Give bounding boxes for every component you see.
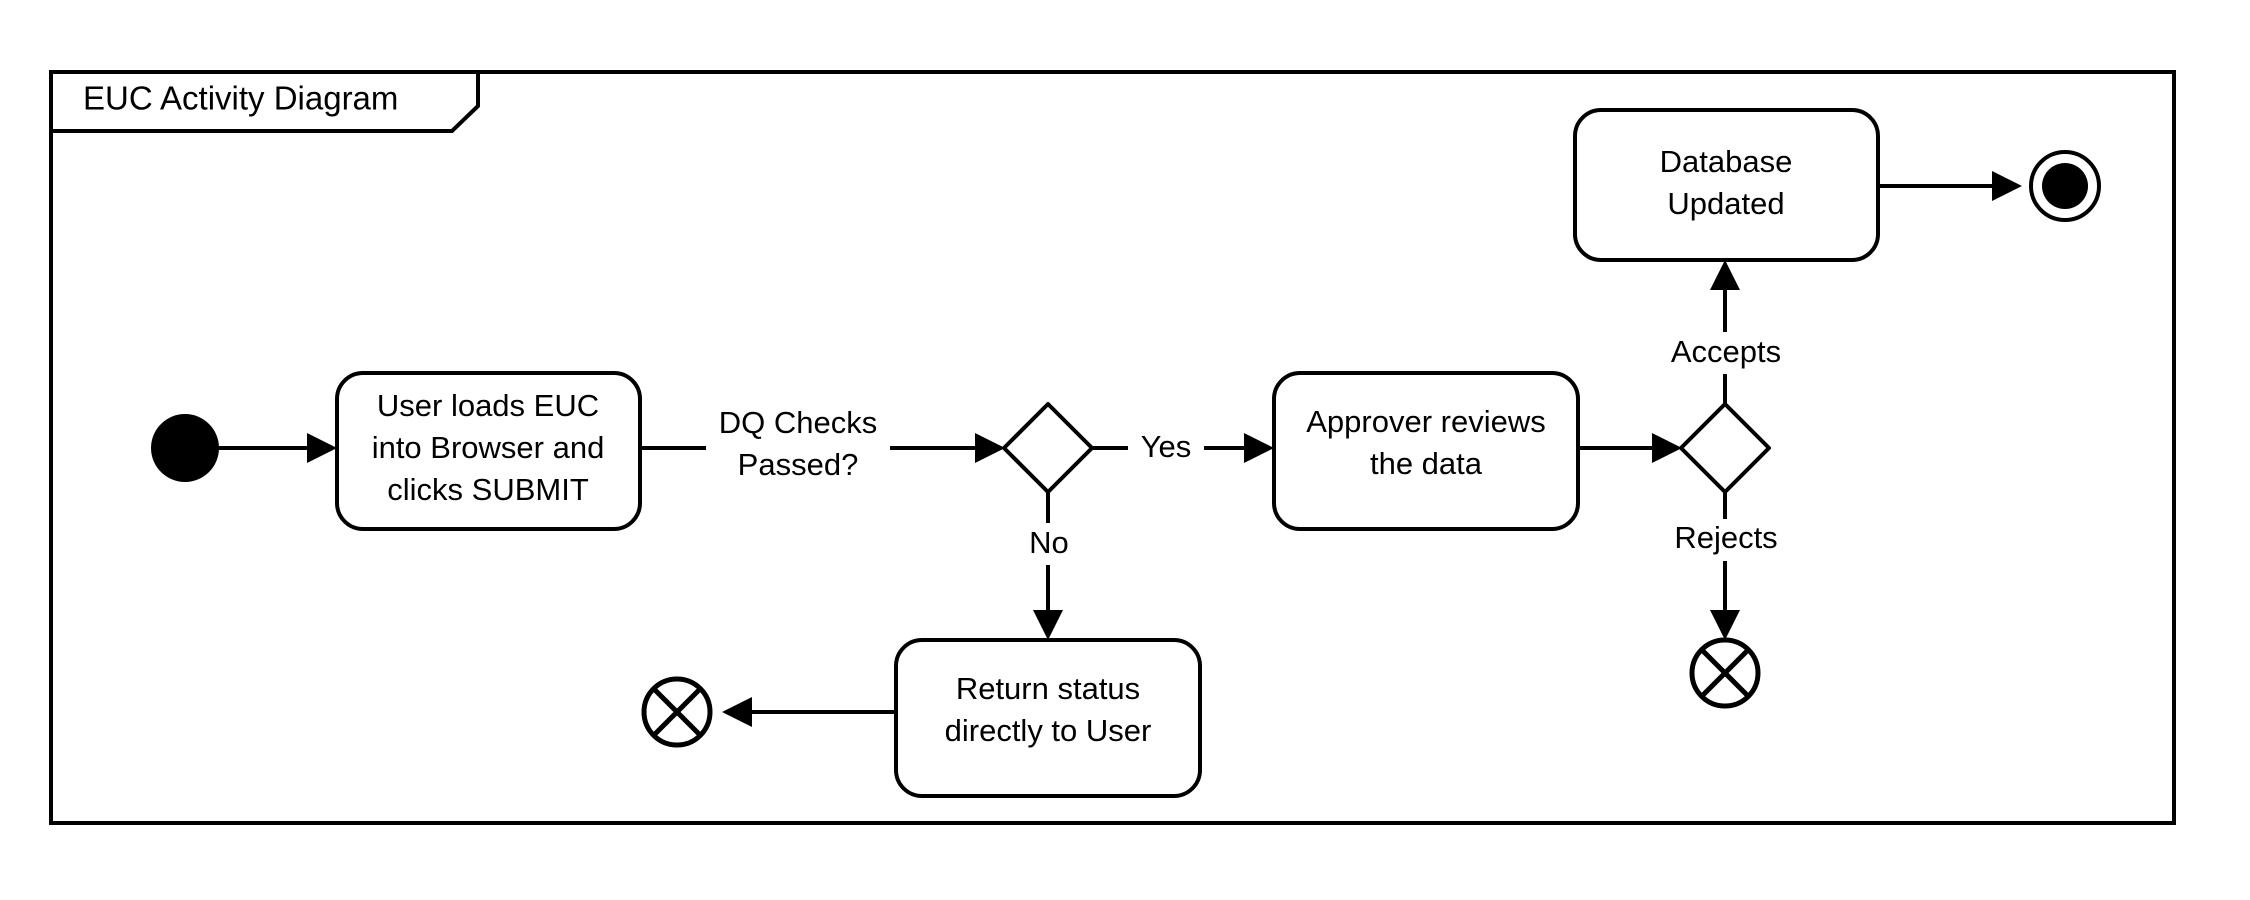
frame-title-label: EUC Activity Diagram [83, 80, 398, 117]
arrow-head-icon [1992, 171, 2022, 201]
edge-label-backdrop [1128, 428, 1204, 470]
flow-final-cross-icon [652, 687, 702, 737]
action-box [1272, 371, 1580, 531]
initial-node-icon [151, 414, 219, 482]
action-label-line2: Updated [1667, 186, 1784, 221]
action-box [894, 638, 1202, 798]
edge-return-status-to-flow-final [722, 697, 896, 727]
decision-diamond [1679, 402, 1771, 494]
edge-label-backdrop [1020, 523, 1078, 565]
edge-label-backdrop [1662, 519, 1790, 561]
edge-dq-decision-no: No [1020, 492, 1078, 640]
action-label-line2: directly to User [945, 713, 1152, 748]
edge-approver-review-to-decision [1578, 433, 1682, 463]
node-action-database-updated[interactable]: Database Updated [1573, 108, 1880, 262]
decision-diamond [1002, 402, 1094, 494]
edge-label-backdrop [1660, 332, 1792, 374]
node-action-return-status[interactable]: Return status directly to User [894, 638, 1202, 798]
arrow-head-icon [1033, 610, 1063, 640]
arrow-head-icon [1710, 610, 1740, 640]
edge-dq-decision-yes: Yes [1092, 428, 1274, 470]
arrow-head-icon [1244, 433, 1274, 463]
action-label-line1: Database [1660, 144, 1793, 179]
edge-label-dq-line1: DQ Checks [719, 405, 877, 440]
final-node-inner-dot-icon [2042, 163, 2088, 209]
arrow-head-icon [307, 433, 337, 463]
diagram-frame: EUC Activity Diagram [49, 70, 2176, 825]
arrow-head-icon [975, 433, 1005, 463]
node-decision-dq-checks[interactable] [1002, 402, 1094, 494]
edge-database-updated-to-end [1878, 171, 2022, 201]
node-decision-approval[interactable] [1679, 402, 1771, 494]
action-label-line2: into Browser and [372, 430, 605, 465]
action-label-line1: User loads EUC [377, 388, 599, 423]
arrow-head-icon [1652, 433, 1682, 463]
node-action-load-euc[interactable]: User loads EUC into Browser and clicks S… [335, 371, 642, 531]
node-flow-final-reject[interactable] [1689, 637, 1761, 709]
frame-outline [49, 70, 2176, 825]
edge-load-euc-to-dq-decision: DQ Checks Passed? [640, 404, 1005, 492]
edge-label-rejects: Rejects [1674, 520, 1777, 555]
action-label-line1: Return status [956, 671, 1140, 706]
flow-final-cross-icon [1700, 648, 1750, 698]
node-final-end[interactable] [2029, 150, 2101, 222]
edge-approval-rejects: Rejects [1662, 492, 1790, 640]
arrow-head-icon [722, 697, 752, 727]
edge-label-no: No [1029, 525, 1069, 560]
edge-label-dq-line2: Passed? [738, 447, 859, 482]
node-flow-final-user[interactable] [641, 676, 713, 748]
frame-title-tab [51, 70, 480, 133]
edge-start-to-load-euc [219, 433, 337, 463]
action-box [1573, 108, 1880, 262]
edge-label-backdrop [706, 404, 890, 492]
action-box [335, 371, 642, 531]
action-label-line3: clicks SUBMIT [387, 472, 589, 507]
edge-approval-accepts: Accepts [1660, 260, 1792, 404]
arrow-head-icon [1710, 260, 1740, 290]
node-initial-start[interactable] [151, 414, 219, 482]
action-label-line2: the data [1370, 446, 1483, 481]
action-label-line1: Approver reviews [1306, 404, 1545, 439]
node-action-approver-review[interactable]: Approver reviews the data [1272, 371, 1580, 531]
edge-label-yes: Yes [1141, 429, 1192, 464]
edge-label-accepts: Accepts [1671, 334, 1781, 369]
